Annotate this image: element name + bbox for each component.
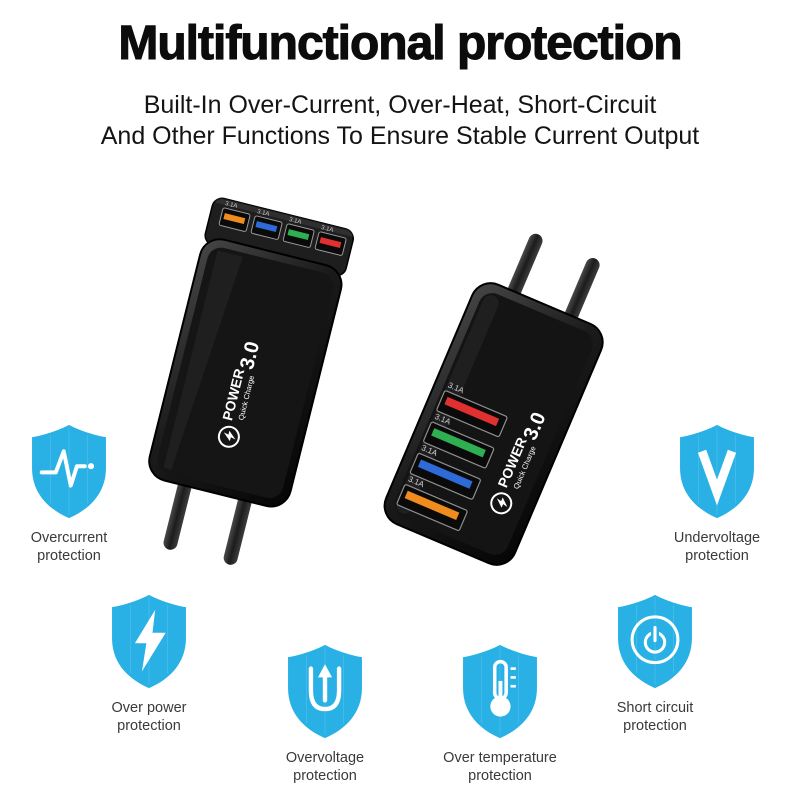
charger-back: 3.1A 3.1A 3.1A 3.1A P — [383, 233, 604, 566]
usb-tab — [431, 428, 486, 458]
usb-port-row: 3.1A — [436, 381, 508, 438]
shortcircuit-shield-badge — [618, 594, 692, 689]
cap-highlight — [213, 196, 355, 237]
port-amp-label: 3.1A — [224, 201, 237, 210]
overcurrent-shield-badge — [32, 424, 106, 519]
bolt-glyph — [496, 497, 508, 508]
usb-port-top: 3.1A — [250, 209, 283, 240]
feature-label-line: Undervoltage — [673, 530, 761, 546]
u-arrow-icon — [308, 666, 342, 712]
thermometer-icon — [490, 659, 516, 717]
undervoltage-shield-badge — [680, 424, 754, 519]
page-title: Multifunctional protection — [118, 16, 683, 70]
lightning-icon — [134, 609, 166, 672]
usb-tab — [255, 221, 278, 233]
overpower-shield-badge — [112, 594, 186, 689]
feature-shortcircuit: Short circuit protection — [570, 592, 740, 735]
eu-plug-pin — [163, 477, 193, 550]
usb-port-row: 3.1A — [396, 474, 468, 531]
feature-label-line: protection — [468, 768, 532, 784]
eu-plug-pin — [223, 492, 253, 565]
face-gloss — [163, 250, 243, 470]
feature-overpower: Over power protection — [64, 592, 234, 735]
v-letter-icon — [697, 449, 737, 506]
feature-label: Undervoltage protection — [632, 529, 800, 565]
feature-label-line: Short circuit — [616, 700, 694, 716]
feature-label: Short circuit protection — [570, 699, 740, 735]
feature-label-line: Over power — [111, 700, 187, 716]
feature-label-line: protection — [117, 718, 181, 734]
feature-overtemperature: Over temperature protection — [415, 642, 585, 785]
feature-label: Overcurrent protection — [0, 529, 154, 565]
usb-port-top: 3.1A — [218, 201, 251, 232]
overtemperature-shield-badge — [463, 644, 537, 739]
charger-face — [157, 247, 334, 499]
feature-label-line: Overvoltage — [285, 750, 365, 766]
quick-charge-bolt-icon — [490, 492, 513, 515]
port-amp-label: 3.1A — [256, 209, 269, 218]
usb-tab — [404, 490, 460, 521]
subtitle-line-1: Built-In Over-Current, Over-Heat, Short-… — [143, 91, 657, 119]
feature-label-line: protection — [623, 718, 687, 734]
feature-label: Over temperature protection — [415, 749, 585, 785]
feature-label-line: protection — [293, 768, 357, 784]
usb-port-top: 3.1A — [282, 217, 315, 248]
feature-undervoltage: Undervoltage protection — [632, 422, 800, 565]
port-amp-label: 3.1A — [320, 225, 333, 234]
subtitle-line-2: And Other Functions To Ensure Stable Cur… — [100, 122, 700, 150]
feature-overcurrent: Overcurrent protection — [0, 422, 154, 565]
subtitle: Built-In Over-Current, Over-Heat, Short-… — [0, 90, 800, 152]
bolt-glyph — [223, 430, 236, 442]
feature-label-line: protection — [685, 548, 749, 564]
feature-label-line: protection — [37, 548, 101, 564]
feature-label: Over power protection — [64, 699, 234, 735]
port-amp-label: 3.1A — [288, 217, 301, 226]
feature-label-line: Overcurrent — [30, 530, 108, 546]
power-button-icon — [630, 615, 680, 665]
usb-tab — [223, 213, 246, 225]
eu-plug-pin — [507, 233, 543, 298]
charger-front: 3.1A 3.1A 3.1A 3.1A — [148, 196, 355, 565]
usb-tab — [287, 229, 310, 241]
feature-overvoltage: Overvoltage protection — [240, 642, 410, 785]
eu-plug-pin — [564, 258, 600, 322]
feature-label-line: Over temperature — [443, 750, 557, 766]
feature-label: Overvoltage protection — [240, 749, 410, 785]
shield-shape — [680, 424, 754, 519]
charger-product-render: 3.1A 3.1A 3.1A 3.1A P — [148, 196, 604, 566]
arrow-head — [317, 664, 333, 678]
usb-tab — [417, 459, 473, 489]
current-wave-icon — [39, 449, 95, 488]
usb-tab — [444, 396, 500, 427]
overvoltage-shield-badge — [288, 644, 362, 739]
quick-charge-bolt-icon — [217, 425, 240, 448]
usb-port-top: 3.1A — [314, 225, 347, 256]
usb-tab — [319, 237, 342, 249]
